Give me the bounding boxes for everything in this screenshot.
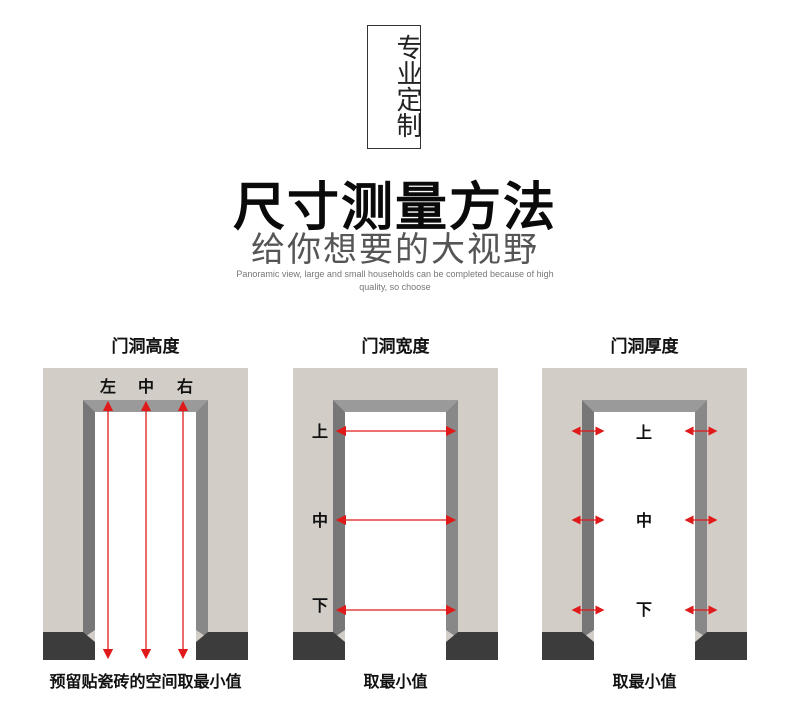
- frame-top: [333, 400, 458, 412]
- frame-top: [582, 400, 707, 412]
- frame-right: [446, 400, 458, 638]
- label-right: 右: [177, 377, 193, 396]
- frame-left: [582, 400, 594, 638]
- frame-right: [196, 400, 208, 638]
- badge-text: 专业定制: [392, 34, 422, 138]
- panel-title-height: 门洞高度: [111, 337, 180, 357]
- frame-right: [695, 400, 707, 638]
- skirting-left: [542, 632, 594, 660]
- caption-line-1: Panoramic view, large and small househol…: [236, 269, 554, 279]
- note-width: 取最小值: [363, 672, 428, 691]
- caption-line-2: quality, so choose: [359, 282, 431, 292]
- label-top: 上: [636, 423, 652, 442]
- label-middle: 中: [138, 377, 154, 396]
- page-title: 尺寸测量方法: [232, 178, 557, 238]
- door-thickness-diagram: 上 中 下: [542, 368, 747, 660]
- label-middle: 中: [312, 511, 328, 530]
- skirting-right: [695, 632, 747, 660]
- note-thickness: 取最小值: [612, 672, 677, 691]
- door-opening: [594, 412, 695, 660]
- label-top: 上: [312, 422, 328, 441]
- panel-title-thickness: 门洞厚度: [610, 337, 679, 357]
- label-left: 左: [99, 377, 116, 396]
- frame-left: [333, 400, 345, 638]
- page-subtitle: 给你想要的大视野: [251, 230, 539, 270]
- label-bottom: 下: [636, 600, 652, 619]
- skirting-left: [293, 632, 345, 660]
- label-middle: 中: [636, 511, 652, 530]
- note-height: 预留贴瓷砖的空间取最小值: [49, 672, 242, 691]
- panel-title-width: 门洞宽度: [361, 337, 430, 357]
- english-caption: Panoramic view, large and small househol…: [230, 268, 560, 294]
- door-opening: [345, 412, 446, 660]
- skirting-left: [43, 632, 95, 660]
- label-bottom: 下: [312, 596, 328, 615]
- skirting-right: [446, 632, 498, 660]
- door-height-diagram: 左 中 右: [43, 368, 248, 660]
- badge-frame: 专业定制: [367, 25, 422, 149]
- door-width-diagram: 上 中 下: [293, 368, 498, 660]
- skirting-right: [196, 632, 248, 660]
- frame-left: [83, 400, 95, 638]
